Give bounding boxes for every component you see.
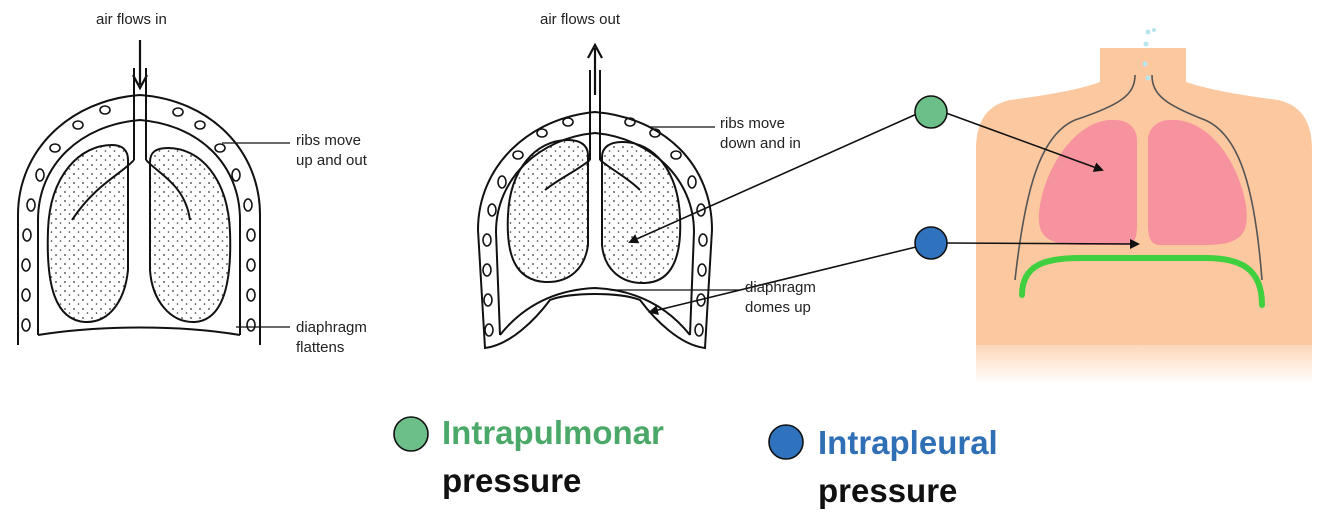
pointer-arrows [628, 112, 1140, 315]
legend-intrapleural-marker [768, 424, 804, 460]
inhale-ribcage-inner [37, 118, 241, 335]
exhale-bronchi [544, 159, 641, 191]
exhale-ribs-label: ribs move down and in [720, 115, 801, 152]
legend-intrapulmonary-subtitle: pressure [442, 462, 582, 499]
legend-intrapulmonary-title: Intrapulmonar [442, 414, 664, 451]
schematic-left-lung [1038, 119, 1137, 245]
legend-intrapleural-title: Intrapleural [818, 424, 998, 461]
inhale-left-lung [46, 143, 129, 324]
inhalation-diagram [17, 40, 290, 345]
intrapulmonary-marker [914, 95, 948, 129]
inhale-diaphragm [37, 326, 241, 336]
torso-schematic [976, 28, 1312, 385]
exhale-trachea [589, 70, 601, 160]
exhale-air-label: air flows out [540, 11, 621, 28]
inhale-right-lung [149, 146, 232, 324]
inhale-ribs-label: ribs move up and out [296, 132, 367, 169]
legend-intrapleural-subtitle: pressure [818, 472, 958, 509]
exhale-ribcage-outer [476, 110, 714, 350]
exhale-right-lung [601, 140, 682, 285]
inhale-ribcage-outer [17, 93, 261, 345]
inhale-air-label: air flows in [96, 11, 167, 28]
inhale-air-arrow [132, 40, 148, 91]
inhale-rib-dots [21, 105, 256, 332]
torso-outline [1014, 74, 1136, 281]
exhalation-diagram [476, 42, 740, 350]
exhale-diaphragm-label: diaphragm domes up [745, 279, 816, 316]
inhale-diaphragm-label: diaphragm flattens [296, 319, 367, 356]
torso-body [976, 48, 1312, 345]
legend-intrapulmonary-marker [393, 416, 429, 452]
inhale-bronchi [71, 159, 191, 221]
exhale-ribcage-inner [494, 131, 696, 336]
exhale-rib-dots [482, 117, 708, 337]
intrapleural-marker [914, 226, 948, 260]
schematic-right-lung [1148, 119, 1247, 245]
torso-fade [976, 330, 1312, 385]
exhale-diaphragm [499, 286, 691, 336]
exhale-left-lung [506, 138, 589, 284]
schematic-diaphragm [1019, 255, 1265, 308]
air-bubbles [1142, 28, 1156, 81]
inhale-trachea [133, 68, 147, 160]
exhale-air-arrow [587, 42, 603, 95]
